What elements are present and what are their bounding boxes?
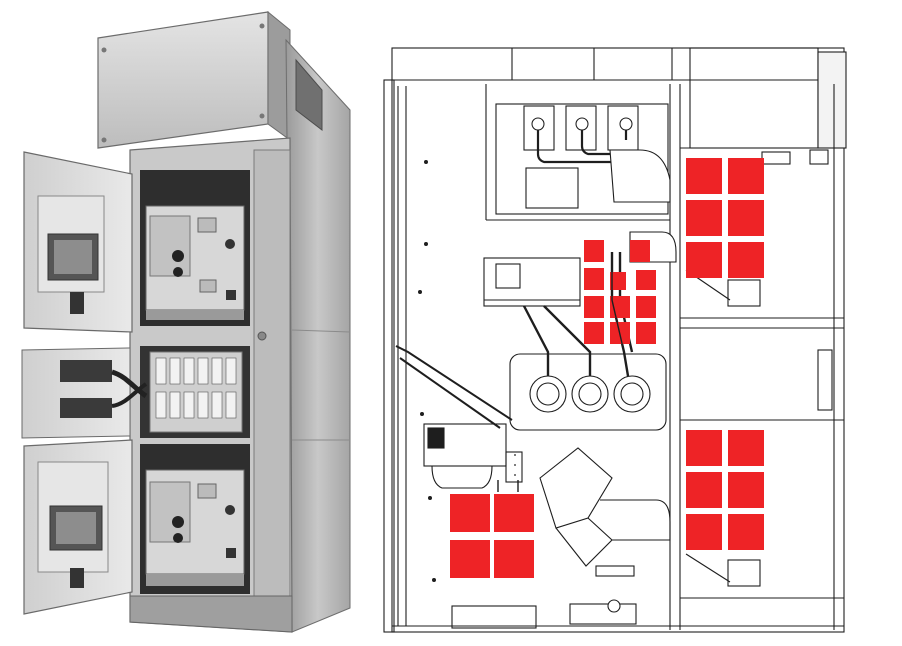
bushing-plate <box>509 353 667 431</box>
cabinet-top-box-front <box>97 11 269 149</box>
highlight-lower-right <box>686 430 764 550</box>
cabinet-photo <box>21 10 351 633</box>
cross-section-drawing <box>383 47 847 633</box>
highlight-middle-busbar <box>584 240 656 344</box>
bolt-circle-icon <box>257 331 267 341</box>
highlight-regions <box>450 158 764 578</box>
breaker-knob-icon <box>172 250 184 262</box>
outer-enclosure <box>391 47 845 633</box>
cabinet-side-panel <box>285 38 351 633</box>
bolt-circle-icon <box>531 117 545 131</box>
cabinet-base <box>129 595 293 633</box>
cabinet-vent <box>295 58 323 132</box>
highlight-upper-right <box>686 158 764 278</box>
cabinet-front-pillar <box>253 149 291 625</box>
insulator-icon <box>529 375 567 413</box>
highlight-lower-left <box>450 494 534 578</box>
